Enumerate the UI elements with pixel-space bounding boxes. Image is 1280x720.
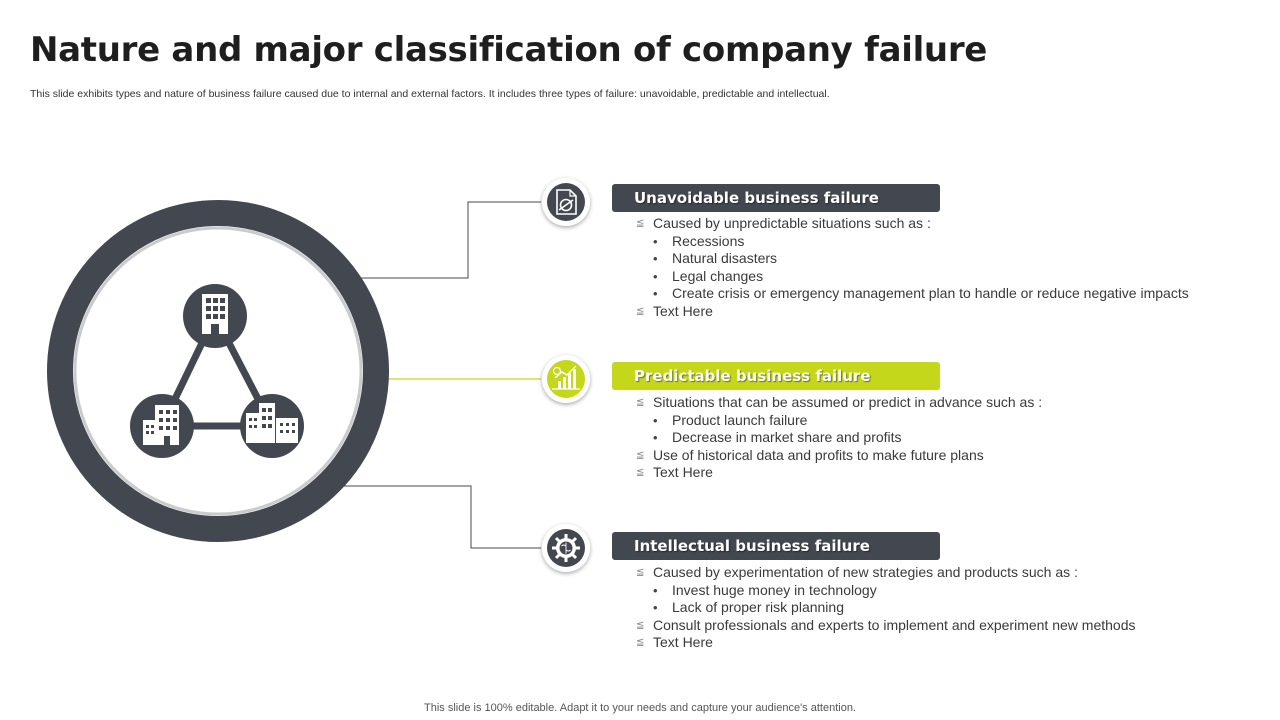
dash-bullet-icon: ≦ [636, 567, 645, 578]
dash-bullet-icon: ≦ [636, 305, 645, 317]
list-item-text: Caused by experimentation of new strateg… [653, 564, 1078, 580]
list-item-text: Lack of proper risk planning [672, 599, 844, 616]
dot-bullet-icon: • [653, 251, 658, 267]
list-item: ≦ Text Here [636, 464, 1196, 482]
section-list-predictable: ≦ Situations that can be assumed or predi… [636, 394, 1196, 482]
office-building-icon [183, 284, 247, 348]
sub-list-item: • Legal changes [636, 268, 1196, 286]
list-item-text: Product launch failure [672, 411, 808, 428]
dash-bullet-icon: ≦ [636, 449, 645, 461]
connector-line-intellectual [342, 485, 541, 549]
sub-list-item: • Invest huge money in technology [636, 582, 1196, 600]
footer-note: This slide is 100% editable. Adapt it to… [424, 702, 856, 714]
section-list-intellectual: ≦ Caused by experimentation of new strate… [636, 564, 1196, 652]
sub-list-item: • Lack of proper risk planning [636, 599, 1196, 617]
sub-list-item: • Product launch failure [636, 412, 1196, 430]
dash-bullet-icon: ≦ [636, 637, 645, 649]
buildings-cluster-icon [130, 394, 194, 458]
dot-bullet-icon: • [653, 412, 658, 428]
dot-bullet-icon: • [653, 430, 658, 446]
list-item: ≦ Caused by unpredictable situations such… [636, 215, 1196, 233]
city-buildings-icon [240, 394, 304, 458]
list-item: ≦ Caused by experimentation of new strate… [636, 564, 1196, 582]
list-item: ≦ Text Here [636, 634, 1196, 652]
hub-network [130, 284, 304, 458]
dash-bullet-icon: ≦ [636, 397, 645, 408]
connector-line-unavoidable [359, 201, 541, 279]
hub-ring [47, 200, 389, 542]
document-gear-icon [542, 178, 590, 226]
dot-bullet-icon: • [653, 582, 658, 598]
list-item-text: Text Here [653, 302, 713, 319]
list-item-text: Situations that can be assumed or predic… [653, 394, 1043, 410]
section-header-unavoidable: Unavoidable business failure [612, 184, 940, 212]
section-header-predictable: Predictable business failure [612, 362, 940, 390]
dot-bullet-icon: • [653, 600, 658, 616]
dot-bullet-icon: • [653, 233, 658, 249]
section-list-unavoidable: ≦ Caused by unpredictable situations such… [636, 215, 1196, 321]
list-item-text: Recessions [672, 232, 745, 249]
list-item-text: Consult professionals and experts to imp… [653, 616, 1136, 633]
list-item: ≦ Situations that can be assumed or predi… [636, 394, 1196, 412]
dot-bullet-icon: • [653, 286, 658, 302]
list-item-text: Natural disasters [672, 250, 778, 267]
brain-gear-icon [542, 524, 590, 572]
dash-bullet-icon: ≦ [636, 218, 645, 229]
list-item-text: Text Here [653, 464, 713, 481]
list-item: ≦ Use of historical data and profits to m… [636, 447, 1196, 465]
list-item: ≦ Consult professionals and experts to im… [636, 617, 1196, 635]
section-header-intellectual: Intellectual business failure [612, 532, 940, 560]
dot-bullet-icon: • [653, 268, 658, 284]
sub-list-item: • Natural disasters [636, 250, 1196, 268]
list-item-text: Caused by unpredictable situations such … [653, 215, 931, 231]
page-subtitle: This slide exhibits types and nature of … [30, 88, 830, 100]
dash-bullet-icon: ≦ [636, 467, 645, 479]
list-item-text: Invest huge money in technology [672, 581, 877, 598]
dash-bullet-icon: ≦ [636, 619, 645, 631]
sub-list-item: • Recessions [636, 233, 1196, 251]
list-item-text: Legal changes [672, 267, 764, 284]
list-item-text: Create crisis or emergency management pl… [672, 285, 1189, 302]
sub-list-item: • Decrease in market share and profits [636, 429, 1196, 447]
list-item-text: Text Here [653, 634, 713, 651]
list-item: ≦ Text Here [636, 303, 1196, 321]
list-item-text: Decrease in market share and profits [672, 429, 902, 446]
page-title: Nature and major classification of compa… [30, 30, 988, 70]
list-item-text: Use of historical data and profits to ma… [653, 446, 984, 463]
sub-list-item: • Create crisis or emergency management p… [636, 285, 1196, 303]
growth-chart-icon [542, 355, 590, 403]
